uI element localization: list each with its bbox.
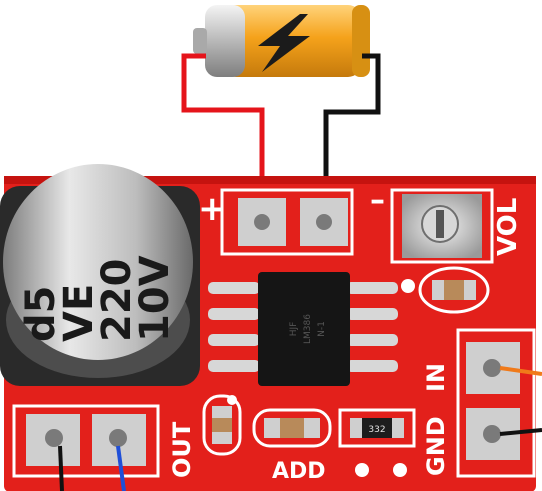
smd-capacitor-bottom-center-outline bbox=[252, 408, 332, 448]
blue-output-wire bbox=[116, 445, 126, 491]
chip-label-2: LM386 bbox=[303, 314, 313, 344]
lm386-chip: HJF LM386 N-1 bbox=[208, 272, 398, 386]
black-input-wire bbox=[499, 428, 542, 436]
mounting-hole bbox=[393, 463, 407, 477]
power-pad-negative-hole bbox=[316, 214, 332, 230]
power-pad-positive-hole bbox=[254, 214, 270, 230]
battery-wires bbox=[181, 53, 381, 218]
smd-capacitor-right bbox=[418, 266, 490, 314]
pot-slot-icon bbox=[436, 210, 444, 238]
pot-outline bbox=[390, 188, 494, 264]
chip-label-1: HJF bbox=[289, 322, 299, 337]
gnd-label: GND bbox=[422, 416, 450, 476]
smd-capacitor-right-outline bbox=[418, 266, 490, 314]
mounting-hole bbox=[227, 395, 237, 405]
smd-capacitor-bottom-left-outline bbox=[202, 394, 242, 456]
power-connector bbox=[220, 188, 354, 256]
smd-capacitor-bottom-center bbox=[252, 408, 332, 448]
capacitor-top bbox=[3, 164, 193, 360]
smd-resistor: 332 bbox=[338, 408, 416, 448]
input-pad-in-hole bbox=[483, 359, 501, 377]
smd-capacitor-bottom-left-center bbox=[212, 418, 232, 432]
black-output-wire bbox=[58, 445, 64, 491]
battery-terminal bbox=[193, 28, 207, 54]
input-pad-gnd-hole bbox=[483, 425, 501, 443]
smd-resistor-outline bbox=[338, 408, 416, 448]
smd-capacitor-bottom-center-middle bbox=[280, 418, 304, 438]
pcb-edge-shadow bbox=[4, 176, 536, 184]
orange-wire bbox=[499, 366, 542, 376]
chip-pins-right-2 bbox=[346, 308, 398, 320]
battery-cap bbox=[205, 5, 245, 77]
capacitor-label-3: 220 bbox=[94, 259, 140, 343]
battery bbox=[193, 5, 370, 77]
smd-capacitor-bottom-left bbox=[202, 394, 242, 456]
vol-label: VOL bbox=[493, 198, 523, 256]
out-label: OUT bbox=[168, 421, 196, 478]
chip-body bbox=[258, 272, 350, 386]
chip-pins-right-1 bbox=[346, 282, 398, 294]
add-label: ADD bbox=[272, 459, 326, 484]
output-pad-1-hole bbox=[45, 429, 63, 447]
output-connector-outline bbox=[12, 404, 160, 478]
smd-capacitor-right-center bbox=[444, 280, 464, 300]
resistor-code: 332 bbox=[368, 425, 385, 435]
output-pad-2-hole bbox=[109, 429, 127, 447]
lightning-icon bbox=[258, 14, 310, 72]
capacitor-label-4: 10V bbox=[132, 255, 178, 342]
capacitor-label-1: d5 bbox=[18, 286, 64, 342]
battery-end bbox=[352, 5, 370, 77]
black-wire bbox=[323, 53, 381, 218]
output-connector bbox=[12, 404, 160, 478]
chip-pins-left-4 bbox=[208, 360, 260, 372]
input-connector-outline bbox=[456, 328, 536, 478]
chip-pins-right-4 bbox=[346, 360, 398, 372]
capacitor: d5 VE 220 10V bbox=[0, 164, 200, 386]
mounting-hole bbox=[355, 463, 369, 477]
capacitor-label-2: VE bbox=[56, 284, 102, 342]
red-wire bbox=[181, 53, 265, 218]
chip-label-3: N-1 bbox=[317, 321, 327, 337]
mounting-hole bbox=[401, 279, 415, 293]
chip-pins-right-3 bbox=[346, 334, 398, 346]
chip-pins-left-3 bbox=[208, 334, 260, 346]
chip-pins-left-2 bbox=[208, 308, 260, 320]
minus-label: – bbox=[370, 183, 385, 218]
power-connector-outline bbox=[220, 188, 354, 256]
in-label: IN bbox=[422, 363, 450, 392]
smd-resistor-center bbox=[362, 418, 392, 438]
volume-potentiometer bbox=[390, 188, 494, 264]
chip-pins-left-1 bbox=[208, 282, 260, 294]
